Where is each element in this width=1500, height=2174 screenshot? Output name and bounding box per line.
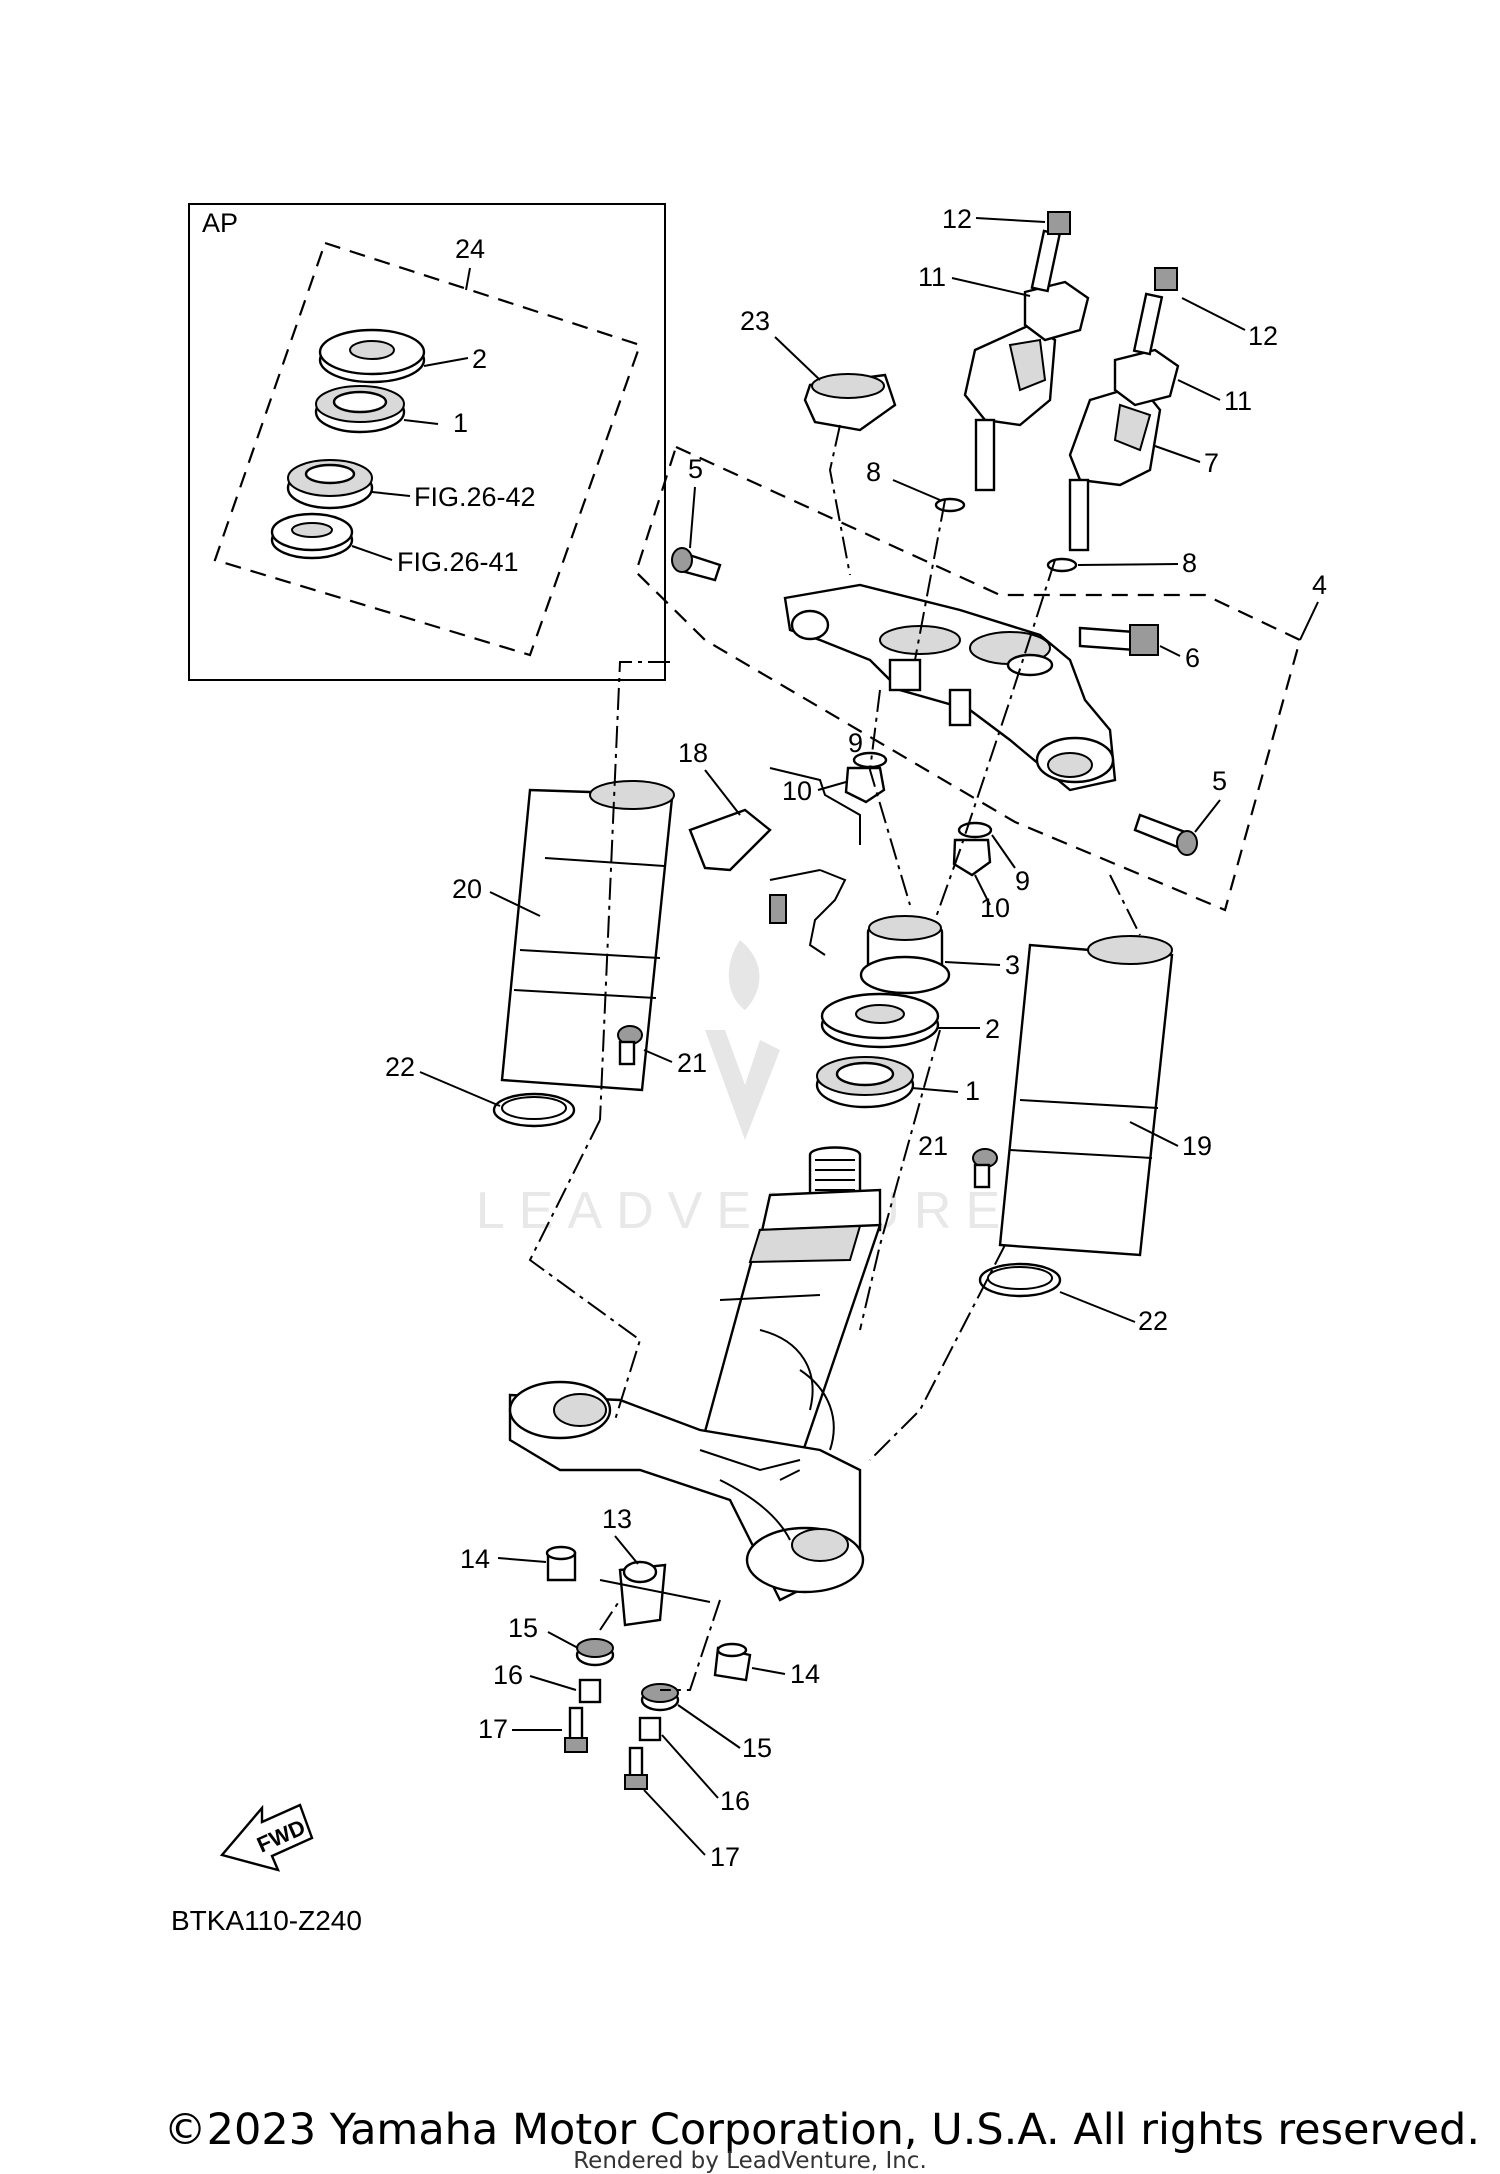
lower-bracket xyxy=(508,1146,882,1602)
nut-10b xyxy=(952,838,992,877)
bearing-1 xyxy=(815,1056,915,1109)
callout-12b: 12 xyxy=(1248,321,1278,351)
o-ring-22b xyxy=(978,1262,1062,1298)
callout-7: 7 xyxy=(1204,448,1219,478)
inset-race-upper xyxy=(318,328,426,384)
callout-15a: 15 xyxy=(508,1613,538,1643)
callout-4: 4 xyxy=(1312,570,1327,600)
callout-17b: 17 xyxy=(710,1842,740,1872)
inset-callout-fig-26-42: FIG.26-42 xyxy=(414,482,536,512)
callout-17a: 17 xyxy=(478,1714,508,1744)
callout-10a: 10 xyxy=(782,776,812,806)
inset-bearing-lower xyxy=(286,459,374,510)
callout-22b: 22 xyxy=(1138,1306,1168,1336)
callout-13: 13 xyxy=(602,1504,632,1534)
callout-11b: 11 xyxy=(1224,386,1252,416)
drawing-code: BTKA110-Z240 xyxy=(171,1905,362,1936)
callout-9b: 9 xyxy=(1015,866,1030,896)
rendered-by-notice: Rendered by LeadVenture, Inc. xyxy=(573,2148,927,2174)
cap-23 xyxy=(803,373,897,432)
callout-14b: 14 xyxy=(790,1659,820,1689)
callout-16b: 16 xyxy=(720,1786,750,1816)
inset-callout-2: 2 xyxy=(472,344,487,374)
holder-cap-left xyxy=(1023,280,1090,342)
fork-tube-20 xyxy=(500,780,675,1092)
screw-21a xyxy=(617,1025,643,1066)
nut-10a xyxy=(844,766,886,804)
callout-8b: 8 xyxy=(1182,548,1197,578)
copyright-notice: ©2023 Yamaha Motor Corporation, U.S.A. A… xyxy=(163,2105,1480,2155)
callout-22a: 22 xyxy=(385,1052,415,1082)
bolt-17b xyxy=(624,1746,648,1790)
inset-race-lower xyxy=(270,512,354,560)
callout-10b: 10 xyxy=(980,893,1010,923)
screw-21b xyxy=(972,1148,998,1189)
bearing-race-2 xyxy=(820,992,940,1049)
handlebar-holder-right xyxy=(1068,383,1162,552)
cable-guide-18 xyxy=(688,767,861,956)
callout-8a: 8 xyxy=(866,457,881,487)
callout-21b: 21 xyxy=(918,1131,948,1161)
upper-bracket-assembly-outline xyxy=(634,445,1302,912)
bracket-13 xyxy=(599,1560,711,1627)
holder-bolt-left xyxy=(1030,211,1071,293)
pinch-bolt-6 xyxy=(1078,624,1159,656)
callout-5a: 5 xyxy=(688,454,703,484)
spacer-14b xyxy=(713,1642,752,1682)
grommet-15a xyxy=(575,1638,615,1667)
bolt-17a xyxy=(564,1706,588,1753)
inset-bearing-upper xyxy=(314,385,406,434)
assembly-lines xyxy=(528,424,1141,1691)
upper-triple-clamp xyxy=(783,583,1117,792)
callout-23: 23 xyxy=(740,306,770,336)
holder-bolt-right xyxy=(1132,267,1178,356)
o-ring-22a xyxy=(492,1092,576,1128)
grommet-15b xyxy=(640,1683,680,1712)
inset-callout-fig-26-41: FIG.26-41 xyxy=(397,547,519,577)
callout-20: 20 xyxy=(452,874,482,904)
watermark-text: LEADVENTURE xyxy=(476,1182,1014,1240)
washer-8a xyxy=(934,497,966,513)
callout-6: 6 xyxy=(1185,643,1200,673)
pinch-bolt-lower-right xyxy=(1133,813,1198,856)
fwd-arrow-icon: FWD xyxy=(219,1803,314,1872)
holder-cap-right xyxy=(1113,348,1180,407)
callout-9a: 9 xyxy=(848,728,863,758)
callout-12a: 12 xyxy=(942,204,972,234)
inset-kit-number: 24 xyxy=(455,234,485,264)
spacer-14a xyxy=(545,1545,577,1582)
callout-19: 19 xyxy=(1182,1131,1212,1161)
callout-14a: 14 xyxy=(460,1544,490,1574)
leadventure-watermark: LEADVENTURE xyxy=(476,940,1014,1240)
callout-5b: 5 xyxy=(1212,766,1227,796)
callout-11a: 11 xyxy=(918,262,946,292)
pinch-bolt-upper-left xyxy=(671,547,722,582)
inset-label: AP xyxy=(202,208,238,238)
fork-tube-19 xyxy=(998,935,1174,1257)
callout-15b: 15 xyxy=(742,1733,772,1763)
washer-9b xyxy=(957,821,993,839)
callout-2: 2 xyxy=(985,1014,1000,1044)
callout-3: 3 xyxy=(1005,950,1020,980)
steering-nut-3 xyxy=(859,915,951,995)
callout-1: 1 xyxy=(965,1076,980,1106)
collar-16b xyxy=(638,1716,662,1742)
collar-16a xyxy=(578,1678,602,1704)
inset-ap-box: AP 24 2 1 FIG.26-42 xyxy=(188,203,666,681)
callout-16a: 16 xyxy=(493,1660,523,1690)
inset-callout-1: 1 xyxy=(453,408,468,438)
handlebar-holder-left xyxy=(963,323,1057,492)
callout-21a: 21 xyxy=(677,1048,707,1078)
callout-18: 18 xyxy=(678,738,708,768)
